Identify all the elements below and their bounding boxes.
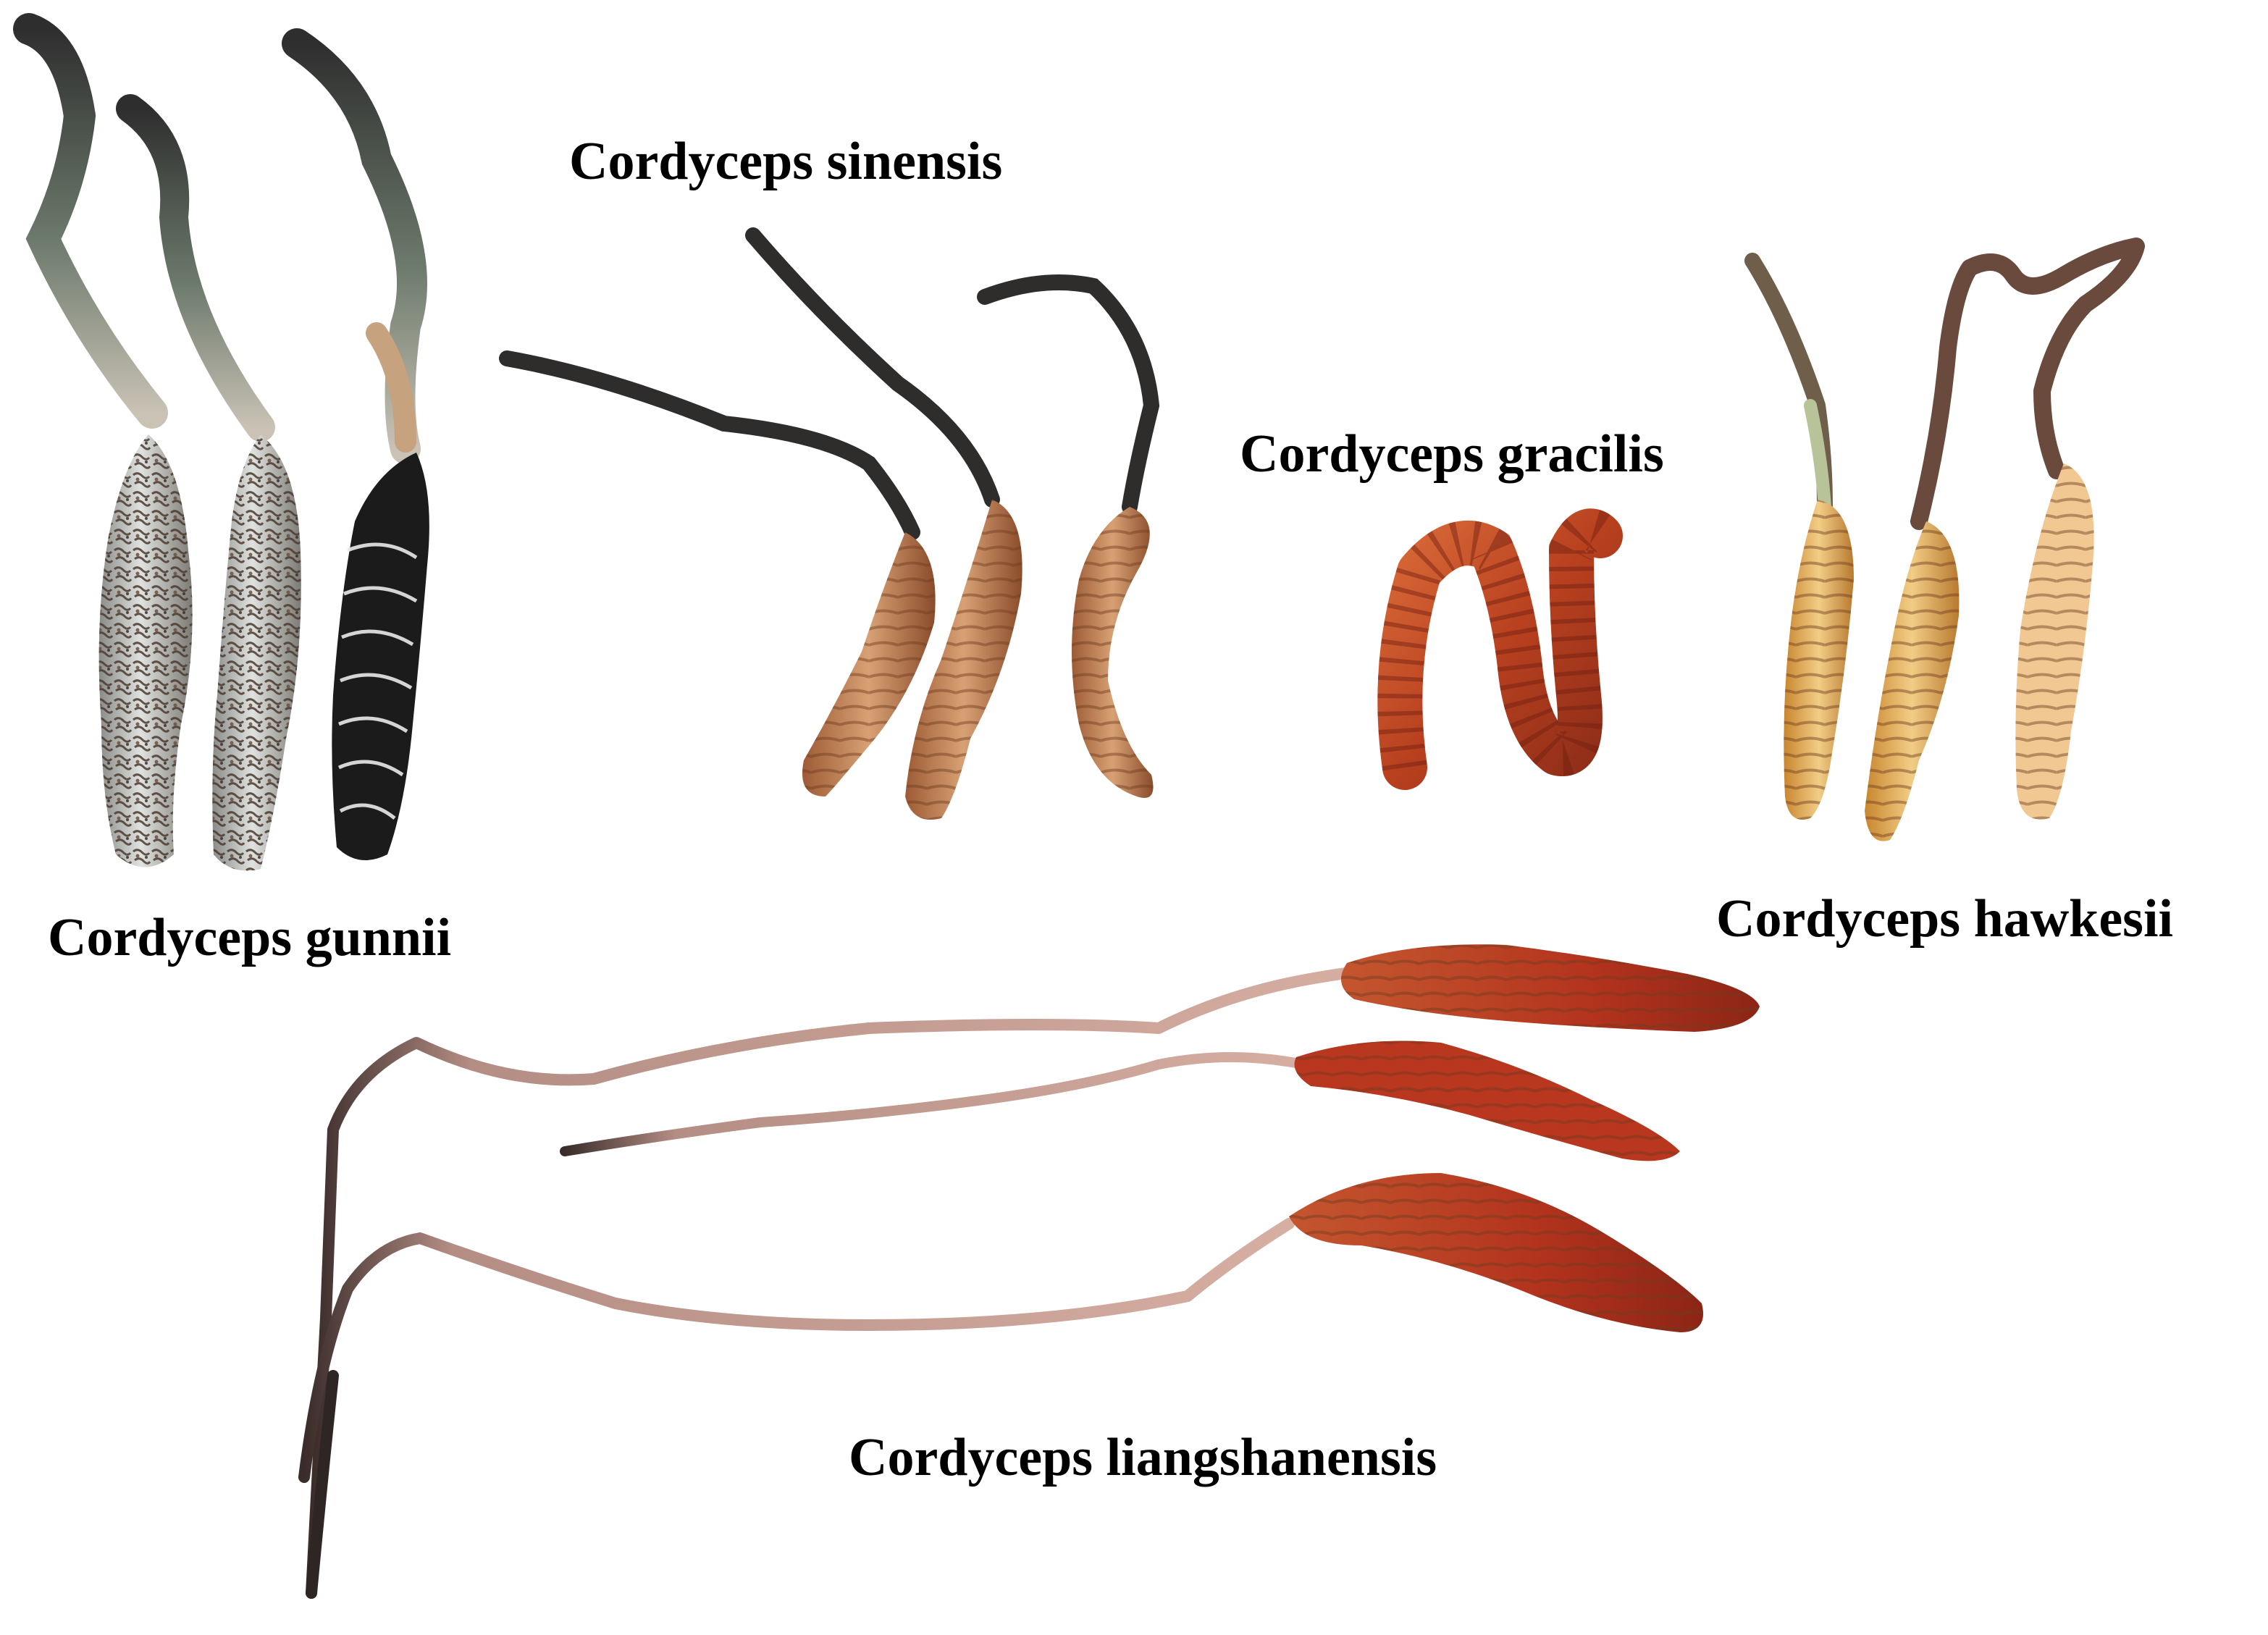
label-cordyceps-gracilis: Cordyceps gracilis — [1240, 424, 1664, 484]
label-cordyceps-liangshanensis: Cordyceps liangshanensis — [849, 1428, 1437, 1487]
specimen-liangshanensis — [298, 944, 1760, 1599]
label-cordyceps-hawkesii: Cordyceps hawkesii — [1716, 889, 2174, 949]
specimen-gracilis — [1377, 508, 1623, 790]
specimen-gunnii — [13, 13, 429, 871]
label-cordyceps-gunnii: Cordyceps gunnii — [48, 908, 452, 967]
specimen-hawkesii — [1744, 238, 2145, 841]
specimen-sinensis — [499, 227, 1160, 820]
label-cordyceps-sinensis: Cordyceps sinensis — [569, 132, 1003, 191]
